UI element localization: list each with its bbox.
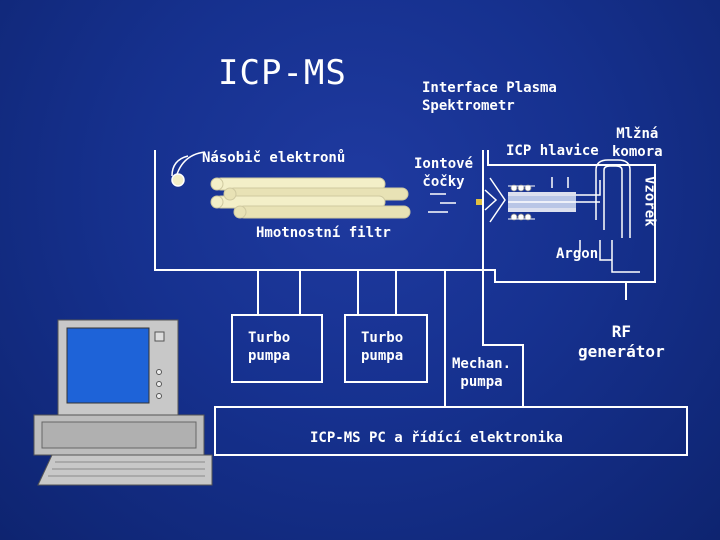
label-mass-filter: Hmotnostní filtr xyxy=(256,225,391,241)
label-icp-torch: ICP hlavice xyxy=(506,143,599,159)
turbo-pump-1-line xyxy=(257,270,301,315)
label-pc-electronics: ICP-MS PC a řídící elektronika xyxy=(310,430,563,446)
pc-electronics-box xyxy=(214,406,688,456)
turbo-pump-2-line xyxy=(357,270,397,315)
spray-chamber xyxy=(551,159,640,273)
label-spray-chamber: Mlžná komora xyxy=(612,126,663,160)
label-turbo-pump-1: Turbo pumpa xyxy=(248,330,291,364)
electron-multiplier xyxy=(171,151,206,187)
label-sample: Vzorek xyxy=(641,176,658,227)
turbo-pump-1 xyxy=(231,314,323,383)
label-interface: Interface Plasma Spektrometr xyxy=(422,80,557,114)
ion-lenses xyxy=(428,193,456,213)
monitor-screen xyxy=(66,327,150,404)
mech-pump-line xyxy=(444,150,524,407)
quadrupole-rods xyxy=(210,177,411,219)
icp-torch xyxy=(508,184,600,221)
label-rf-generator: RF generátor xyxy=(578,322,665,361)
turbo-pump-2 xyxy=(344,314,428,383)
label-argon: Argon xyxy=(556,246,599,262)
keyboard xyxy=(37,454,213,486)
label-turbo-pump-2: Turbo pumpa xyxy=(361,330,404,364)
label-electron-multiplier: Násobič elektronů xyxy=(202,150,346,166)
interface-cones xyxy=(476,177,506,223)
computer-illustration xyxy=(33,319,213,486)
page-title: ICP-MS xyxy=(218,53,347,93)
label-mechanical-pump: Mechan. pumpa xyxy=(452,356,512,390)
label-ion-lenses: Iontové čočky xyxy=(414,156,474,190)
vacuum-housing xyxy=(154,150,656,283)
